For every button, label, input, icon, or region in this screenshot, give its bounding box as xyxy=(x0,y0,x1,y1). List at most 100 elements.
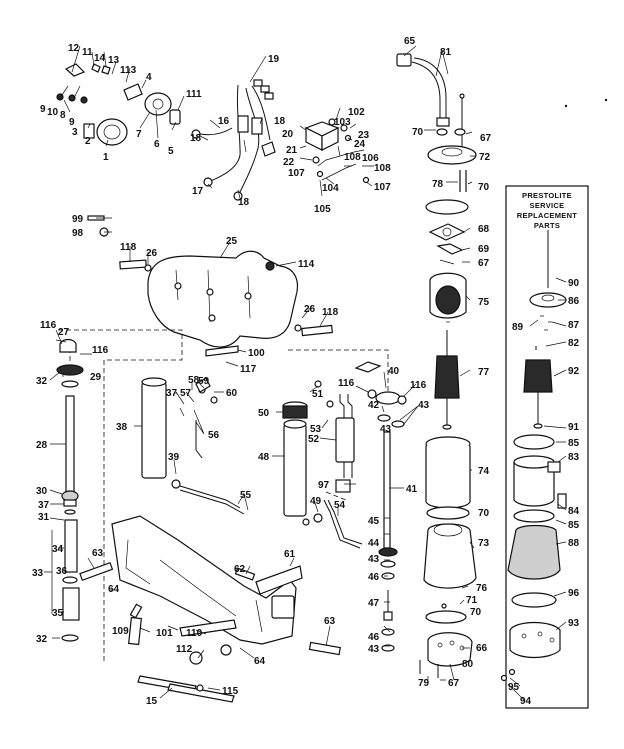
callout: 63 xyxy=(324,616,336,627)
ignition-switch-assembly xyxy=(56,63,181,146)
callout: 106 xyxy=(362,153,379,164)
callout: 12 xyxy=(68,43,80,54)
callout: 110 xyxy=(186,628,203,639)
callout: 58 xyxy=(188,375,200,386)
callout: 27 xyxy=(58,327,70,338)
callout: 7 xyxy=(136,129,142,140)
callout: 116 xyxy=(410,380,427,391)
callout: 13 xyxy=(108,55,120,66)
callout: 43 xyxy=(380,424,392,435)
callout: 21 xyxy=(286,145,298,156)
callout: 80 xyxy=(462,659,474,670)
callout: 104 xyxy=(322,183,339,194)
callout: 108 xyxy=(344,152,361,163)
callout: 38 xyxy=(116,422,128,433)
callout: 67 xyxy=(478,258,490,269)
callout: 115 xyxy=(222,686,239,697)
callout: 9 xyxy=(69,117,75,128)
callout: 111 xyxy=(186,89,202,100)
callout: 75 xyxy=(478,297,490,308)
callout: 16 xyxy=(218,116,230,127)
callout: 3 xyxy=(72,127,78,138)
starter-cable xyxy=(396,53,465,148)
tilt-shaft-assembly xyxy=(367,389,407,652)
callout: 71 xyxy=(466,595,478,606)
callout: 87 xyxy=(568,320,580,331)
box-title-line-4: PARTS xyxy=(534,221,560,230)
callout: 85 xyxy=(568,520,580,531)
callout: 49 xyxy=(310,496,322,507)
callout: 99 xyxy=(72,214,84,225)
relay-assembly xyxy=(304,118,370,184)
callout: 9 xyxy=(40,104,46,115)
callout: 67 xyxy=(448,678,460,689)
callout: 57 xyxy=(180,388,192,399)
callout: 1 xyxy=(103,152,109,163)
callout: 44 xyxy=(368,538,380,549)
callout: 6 xyxy=(154,139,160,150)
speck xyxy=(564,104,568,108)
callout: 105 xyxy=(314,204,331,215)
callout: 107 xyxy=(288,168,305,179)
callout: 56 xyxy=(208,430,220,441)
callout: 31 xyxy=(38,512,50,523)
callout: 68 xyxy=(478,224,490,235)
callout: 32 xyxy=(36,376,48,387)
callout-labels: 1 2 3 4 5 6 7 8 9 9 10 11 12 13 14 113 1… xyxy=(32,36,580,707)
callout: 76 xyxy=(476,583,488,594)
small-hardware xyxy=(87,215,382,393)
callout: 51 xyxy=(312,389,324,400)
callout: 108 xyxy=(374,163,391,174)
callout: 118 xyxy=(120,242,137,253)
callout: 107 xyxy=(374,182,391,193)
callout: 77 xyxy=(478,367,490,378)
callout: 59 xyxy=(198,376,210,387)
callout: 100 xyxy=(248,348,265,359)
callout: 98 xyxy=(72,228,84,239)
callout: 39 xyxy=(168,452,180,463)
callout: 20 xyxy=(282,129,294,140)
callout: 18 xyxy=(274,116,286,127)
callout: 96 xyxy=(568,588,580,599)
callout: 66 xyxy=(476,643,488,654)
callout: 19 xyxy=(268,54,280,65)
callout: 36 xyxy=(56,566,68,577)
callout: 61 xyxy=(284,549,296,560)
callout: 45 xyxy=(368,516,380,527)
callout: 83 xyxy=(568,452,580,463)
callout: 69 xyxy=(478,244,490,255)
starter-motor-stack xyxy=(419,128,477,678)
wiring-harness-assembly xyxy=(191,79,276,201)
callout: 14 xyxy=(94,53,106,64)
callout: 2 xyxy=(85,136,91,147)
callout: 43 xyxy=(418,400,430,411)
callout: 35 xyxy=(52,608,64,619)
callout: 22 xyxy=(283,157,295,168)
callout: 34 xyxy=(52,544,64,555)
speck xyxy=(604,98,608,102)
callout: 103 xyxy=(334,117,351,128)
box-title-line-2: SERVICE xyxy=(530,201,565,210)
callout: 97 xyxy=(318,480,330,491)
callout: 18 xyxy=(190,133,202,144)
callout: 74 xyxy=(478,466,490,477)
callout: 48 xyxy=(258,452,270,463)
steering-shaft-assembly xyxy=(56,338,84,642)
box-title-line-1: PRESTOLITE xyxy=(522,191,572,200)
stern-bracket xyxy=(119,250,333,348)
callout: 90 xyxy=(568,278,580,289)
callout: 40 xyxy=(388,366,400,377)
callout: 63 xyxy=(92,548,104,559)
callout: 54 xyxy=(334,500,346,511)
callout: 53 xyxy=(310,424,322,435)
callout: 116 xyxy=(40,320,57,331)
callout: 73 xyxy=(478,538,490,549)
callout: 70 xyxy=(470,607,482,618)
callout: 11 xyxy=(82,47,93,58)
callout: 95 xyxy=(508,682,520,693)
callout: 50 xyxy=(258,408,270,419)
callout: 101 xyxy=(156,628,173,639)
callout: 116 xyxy=(338,378,355,389)
